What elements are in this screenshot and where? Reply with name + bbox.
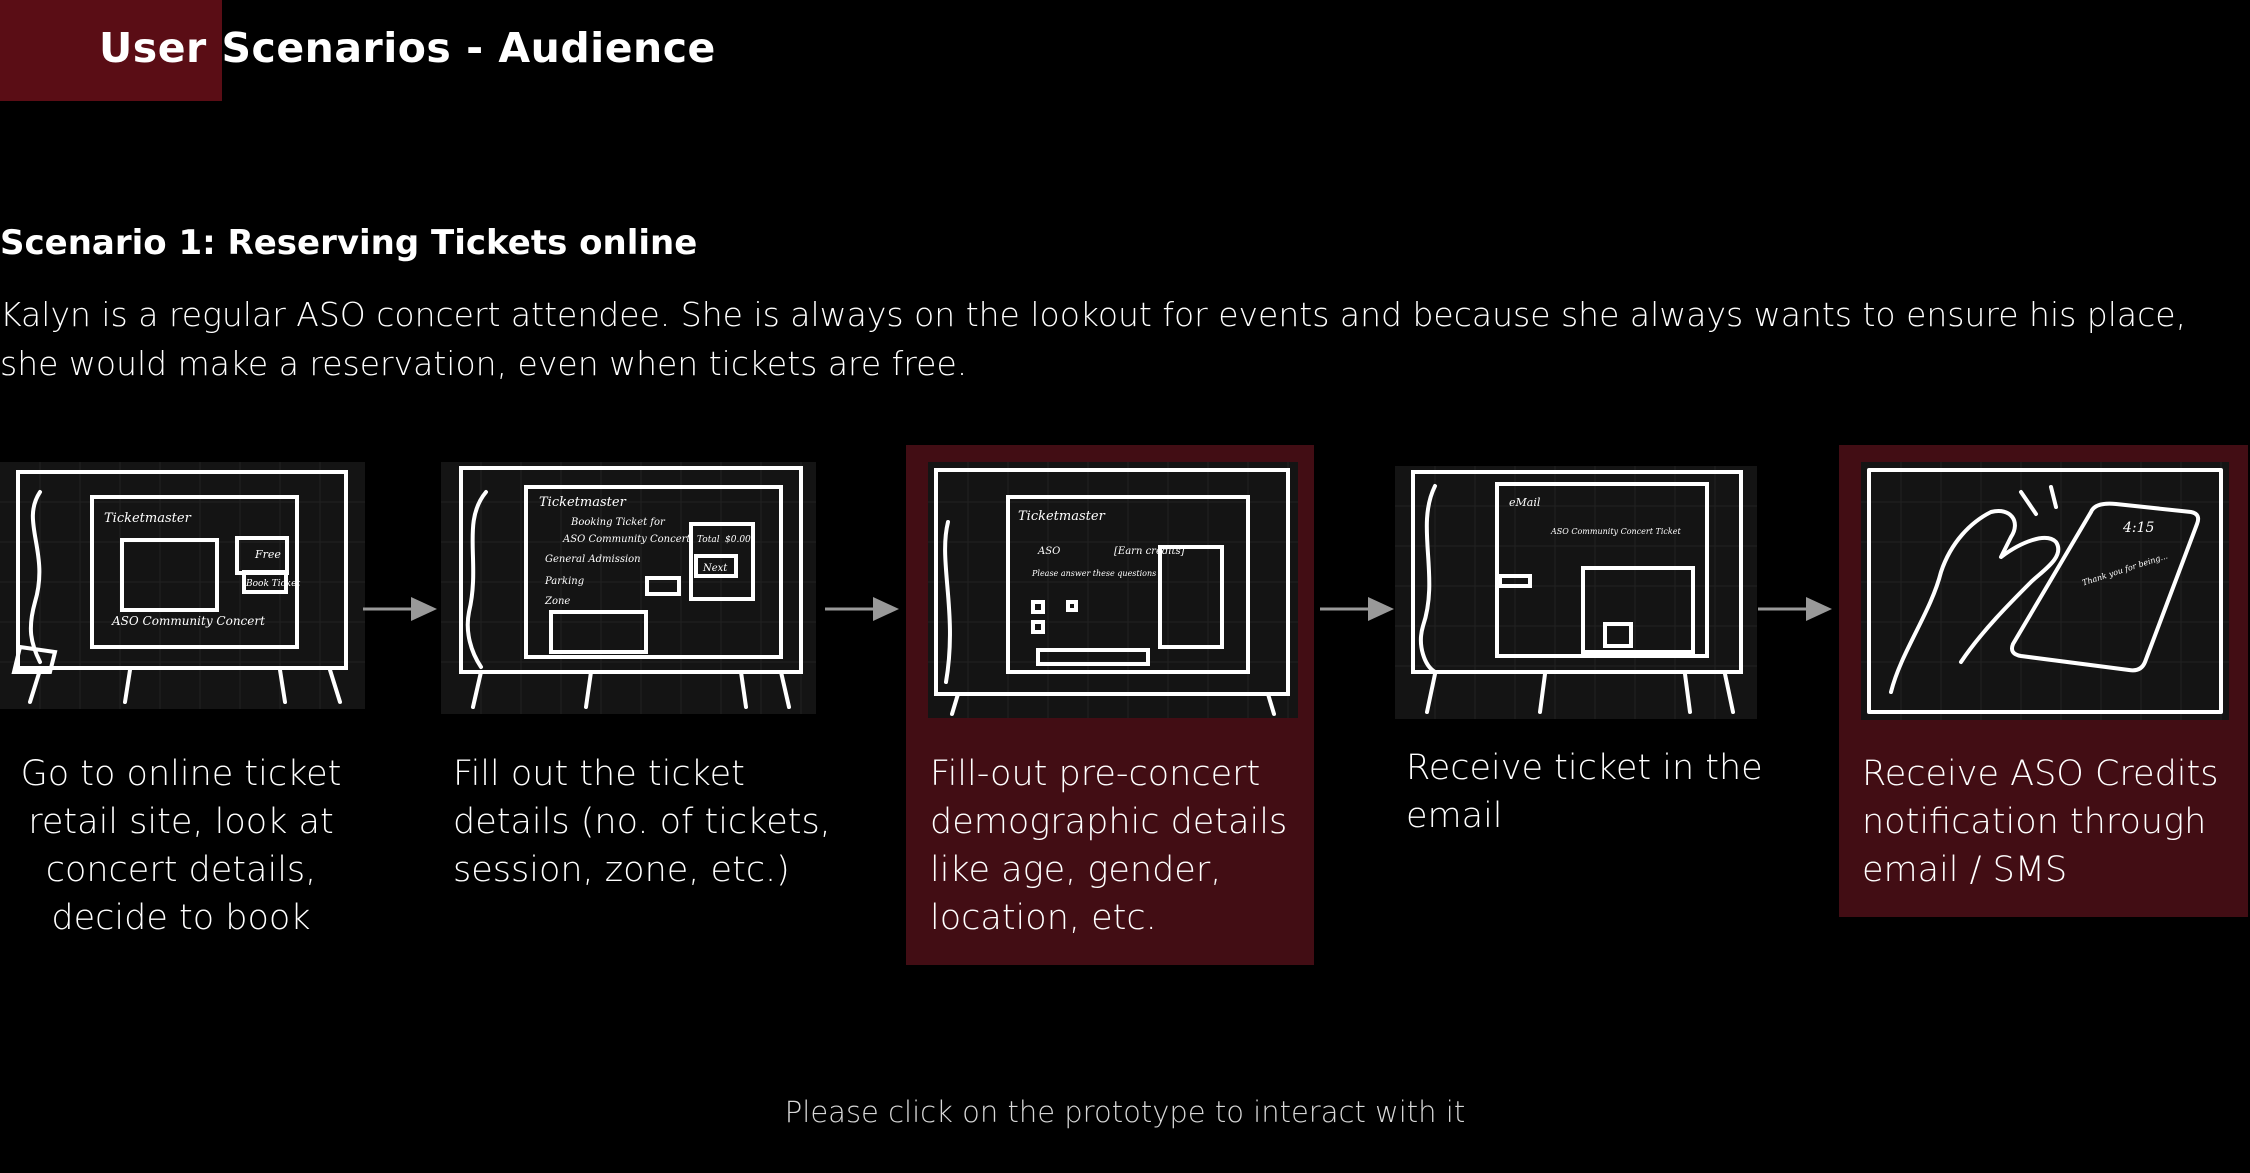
caption-line: retail site, look at <box>28 802 334 842</box>
caption-line: Receive ASO Credits <box>1862 754 2219 794</box>
step-caption-3: Fill-out pre-concert demographic details… <box>930 750 1310 942</box>
caption-line: Fill-out pre-concert <box>930 754 1261 794</box>
svg-text:Ticketmaster: Ticketmaster <box>104 511 192 526</box>
storyboard-sketch: Ticketmaster ASO [Earn credits] Please a… <box>928 462 1298 718</box>
scenario-description-line: she would make a reservation, even when … <box>0 344 968 383</box>
arrow-right-icon <box>1758 597 1832 621</box>
storyboard-sketch: Ticketmaster ASO Community Concert Free … <box>0 462 365 709</box>
caption-line: decide to book <box>51 898 311 938</box>
step-sketch-5[interactable]: 4:15 Thank you for being... <box>1861 462 2229 720</box>
svg-text:eMail: eMail <box>1509 496 1541 509</box>
caption-line: concert details, <box>45 850 317 890</box>
svg-text:[Earn credits]: [Earn credits] <box>1114 546 1185 557</box>
caption-line: Fill out the ticket <box>453 754 745 794</box>
svg-text:ASO Community Concert Ticket: ASO Community Concert Ticket <box>1550 527 1681 536</box>
step-sketch-2[interactable]: Ticketmaster Booking Ticket for ASO Comm… <box>441 462 816 714</box>
svg-text:Total: Total <box>697 535 720 545</box>
header-bar <box>0 0 222 101</box>
arrow-right-icon <box>1320 597 1394 621</box>
caption-line: demographic details <box>930 802 1288 842</box>
svg-text:ASO: ASO <box>1037 546 1060 557</box>
caption-line: email <box>1406 796 1503 836</box>
svg-text:4:15: 4:15 <box>2122 520 2155 536</box>
caption-line: email / SMS <box>1862 850 2068 890</box>
svg-text:Book Ticket: Book Ticket <box>245 579 300 589</box>
svg-text:$0.00: $0.00 <box>725 535 751 545</box>
svg-text:Ticketmaster: Ticketmaster <box>1018 509 1106 524</box>
caption-line: like age, gender, <box>930 850 1222 890</box>
svg-text:ASO Community Concert: ASO Community Concert <box>562 534 691 545</box>
svg-text:Zone: Zone <box>544 596 570 607</box>
scenario-description: Kalyn is a regular ASO concert attendee.… <box>0 290 2250 388</box>
svg-text:Ticketmaster: Ticketmaster <box>539 495 627 510</box>
step-caption-5: Receive ASO Credits notification through… <box>1862 750 2247 894</box>
step-caption-1: Go to online ticket retail site, look at… <box>0 750 362 942</box>
arrow-right-icon <box>363 597 437 621</box>
svg-text:Next: Next <box>702 563 728 574</box>
page-title: User Scenarios - Audience <box>99 24 716 72</box>
svg-text:Parking: Parking <box>544 576 584 587</box>
step-caption-4: Receive ticket in the email <box>1406 744 1786 840</box>
scenario-description-line: Kalyn is a regular ASO concert attendee.… <box>0 295 2187 334</box>
arrow-right-icon <box>825 597 899 621</box>
caption-line: location, etc. <box>930 898 1157 938</box>
svg-text:Free: Free <box>254 548 281 561</box>
step-caption-2: Fill out the ticket details (no. of tick… <box>453 750 853 894</box>
storyboard-sketch: eMail ASO Community Concert Ticket <box>1395 466 1757 719</box>
scenario-title: Scenario 1: Reserving Tickets online <box>0 223 698 263</box>
step-sketch-1[interactable]: Ticketmaster ASO Community Concert Free … <box>0 462 365 709</box>
footer-hint: Please click on the prototype to interac… <box>784 1095 1466 1129</box>
caption-line: Receive ticket in the <box>1406 748 1763 788</box>
caption-line: notification through <box>1862 802 2207 842</box>
storyboard-sketch: 4:15 Thank you for being... <box>1861 462 2229 720</box>
svg-text:Booking Ticket for: Booking Ticket for <box>570 517 666 528</box>
caption-line: details (no. of tickets, <box>453 802 831 842</box>
caption-line: session, zone, etc.) <box>453 850 790 890</box>
storyboard-sketch: Ticketmaster Booking Ticket for ASO Comm… <box>441 462 816 714</box>
step-sketch-3[interactable]: Ticketmaster ASO [Earn credits] Please a… <box>928 462 1298 718</box>
svg-text:Please answer these questions: Please answer these questions <box>1031 569 1156 578</box>
svg-text:ASO Community Concert: ASO Community Concert <box>111 614 265 628</box>
caption-line: Go to online ticket <box>20 754 342 794</box>
step-sketch-4[interactable]: eMail ASO Community Concert Ticket <box>1395 466 1757 719</box>
svg-text:General Admission: General Admission <box>545 554 641 565</box>
